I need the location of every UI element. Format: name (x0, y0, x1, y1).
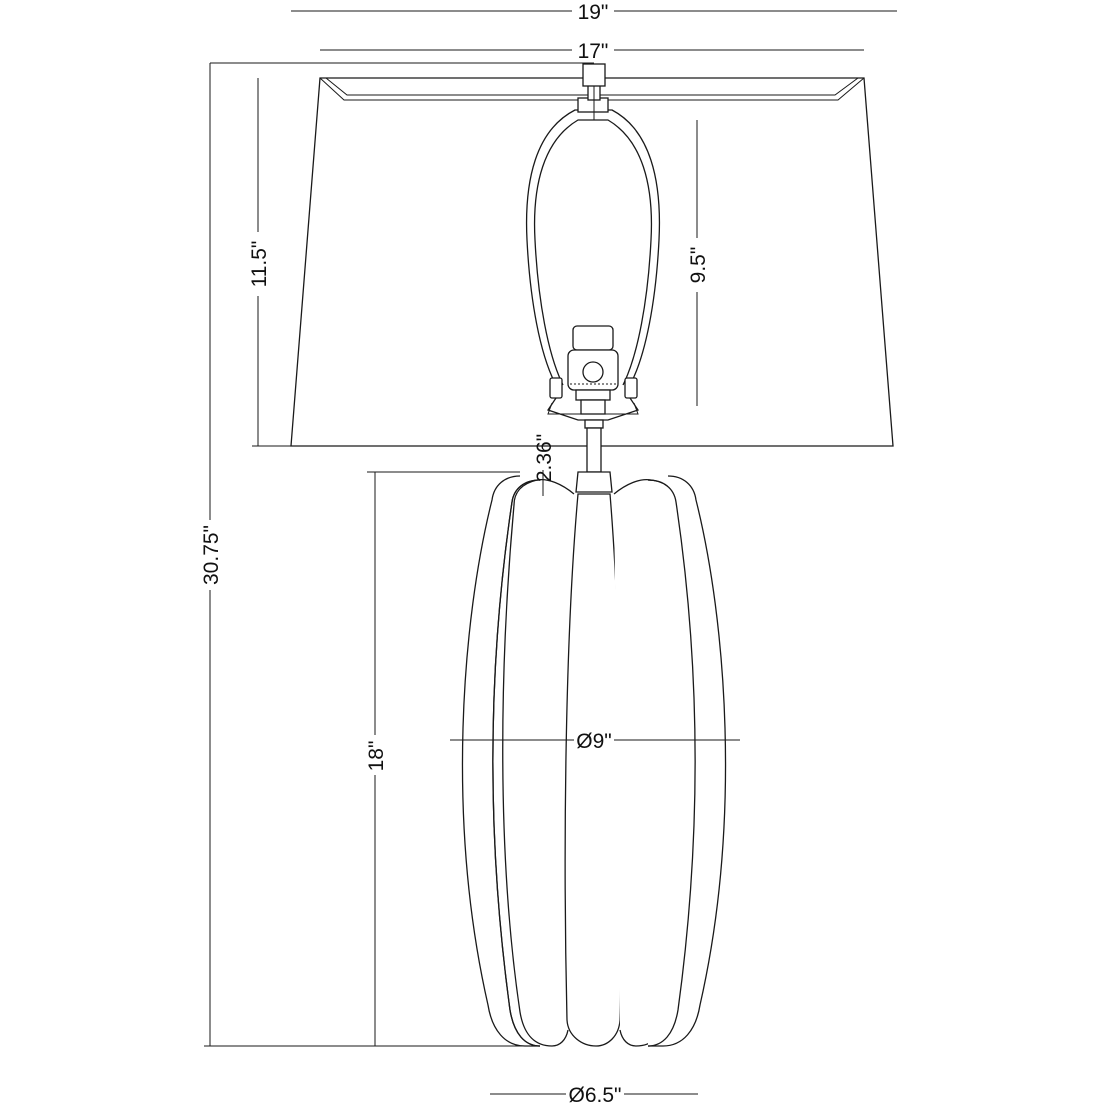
dimension-neck-height: 2.36" (533, 434, 556, 496)
lamp-socket (567, 325, 619, 415)
lamp-harp (525, 63, 661, 421)
shade-top-width-label: 17" (578, 40, 609, 63)
lampshade (290, 77, 894, 447)
body-diameter-label: Ø9" (576, 730, 611, 753)
harp-height-label: 9.5" (687, 247, 710, 284)
lamp-neck (575, 419, 613, 493)
base-height-label: 18" (365, 741, 388, 772)
overall-width-label: 19" (578, 1, 609, 24)
dimension-harp-height: 9.5" (687, 120, 710, 406)
dimension-shade-height: 11.5" (248, 78, 291, 447)
dimension-body-diameter: Ø9" (450, 730, 740, 753)
lamp-base (461, 475, 727, 1047)
dimension-base-height: 18" (365, 471, 520, 1046)
foot-diameter-label: Ø6.5" (569, 1084, 622, 1104)
dimension-overall-height: 30.75" (200, 62, 594, 1047)
neck-height-label: 2.36" (533, 434, 556, 482)
dimension-overall-width: 19" (291, 1, 897, 24)
shade-height-label: 11.5" (248, 241, 271, 288)
dimension-shade-top-width: 17" (320, 40, 864, 63)
overall-height-label: 30.75" (200, 525, 223, 585)
dimension-foot-diameter: Ø6.5" (490, 1084, 698, 1104)
